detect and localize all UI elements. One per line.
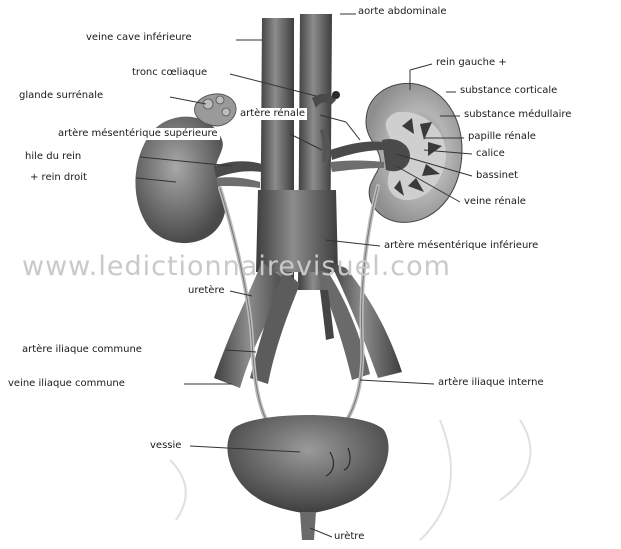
label-artere-renale: artère rénale [238, 108, 307, 120]
label-artere-iliaque-commune: artère iliaque commune [20, 344, 144, 356]
label-veine-iliaque-commune: veine iliaque commune [6, 378, 127, 390]
label-artere-mesenterique-superieure: artère mésentérique supérieure [56, 128, 220, 140]
label-tronc-coeliaque: tronc cœliaque [130, 67, 209, 79]
label-bassinet: bassinet [474, 170, 520, 182]
label-artere-mesenterique-inferieure: artère mésentérique inférieure [382, 240, 540, 252]
label-vessie: vessie [148, 440, 183, 452]
label-glande-surrenale: glande surrénale [17, 90, 105, 102]
label-artere-iliaque-interne: artère iliaque interne [436, 377, 546, 389]
label-calice: calice [474, 148, 507, 160]
label-uretre: urètre [332, 531, 366, 543]
label-substance-medullaire: substance médullaire [462, 109, 573, 121]
label-veine-renale: veine rénale [462, 196, 528, 208]
watermark-text: www.ledictionnairevisuel.com [22, 251, 451, 282]
label-aorte-abdominale: aorte abdominale [356, 6, 448, 18]
label-rein-droit: + rein droit [28, 172, 89, 184]
left-kidney-shape [330, 83, 462, 222]
label-rein-gauche: rein gauche + [434, 57, 509, 69]
bladder-shape [227, 415, 388, 540]
label-substance-corticale: substance corticale [458, 85, 559, 97]
label-uretere: uretère [186, 285, 227, 297]
label-papille-renale: papille rénale [466, 131, 538, 143]
label-hile-du-rein: hile du rein [23, 151, 83, 163]
label-veine-cave-inferieure: veine cave inférieure [84, 32, 194, 44]
